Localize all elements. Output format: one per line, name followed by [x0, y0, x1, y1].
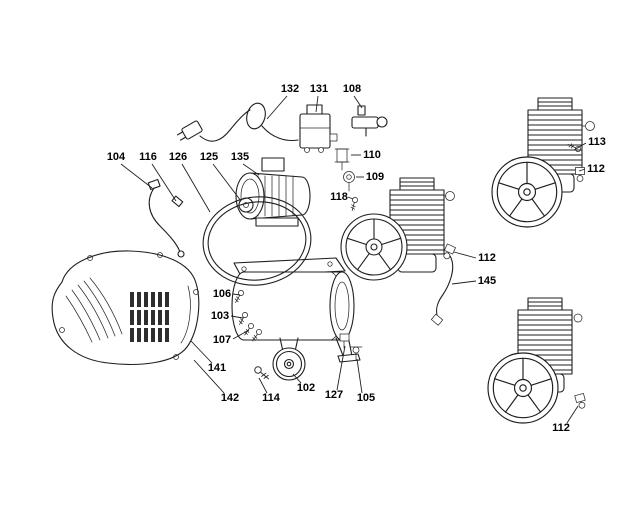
part-label-106: 106 [213, 288, 231, 300]
part-label-108: 108 [343, 83, 361, 95]
part-label-104: 104 [107, 151, 126, 163]
fastener-118 [349, 196, 359, 212]
leader-line-132 [266, 95, 288, 120]
leader-line-125 [212, 163, 242, 202]
leader-line-135 [242, 163, 260, 176]
valve-110 [334, 148, 350, 171]
elbow-fitting-127 [339, 333, 350, 349]
leader-line-145 [451, 280, 477, 285]
cover-grille-slats [65, 277, 123, 343]
fitting-112-bottom [574, 393, 588, 410]
pump-assembly-center [340, 177, 455, 281]
motor-foot [255, 217, 299, 227]
flywheel-top-right [491, 156, 563, 228]
labels-layer: 132 131 108 104 116 126 125 135 110 109 118 113 112 1… [107, 83, 606, 434]
part-label-131: 131 [310, 83, 328, 95]
part-label-118: 118 [330, 191, 348, 203]
cover-vent-slots [130, 292, 169, 342]
pump-assembly-top-right [491, 97, 595, 228]
flywheel-center [340, 213, 408, 281]
cord-coil [246, 102, 266, 130]
drive-belt [202, 196, 312, 286]
part-label-112: 112 [552, 422, 570, 434]
leader-line-112 [566, 405, 579, 424]
part-label-113: 113 [588, 136, 606, 148]
check-valve-assembly [351, 105, 388, 137]
air-filter-bottom-right [573, 313, 583, 323]
outlet-pipe-145 [430, 243, 457, 326]
part-label-116: 116 [139, 151, 157, 163]
part-label-105: 105 [357, 392, 375, 404]
part-label-112: 112 [478, 252, 496, 264]
part-label-107: 107 [213, 334, 231, 346]
cover-inner-rim [180, 285, 191, 344]
part-label-135: 135 [231, 151, 249, 163]
leader-line-116 [151, 163, 177, 202]
power-plug [176, 120, 203, 141]
pump-assembly-bottom-right [487, 297, 588, 424]
part-label-112: 112 [587, 163, 605, 175]
motor-front-face [235, 172, 265, 220]
air-filter-top-right [585, 121, 595, 131]
leader-line-108 [353, 95, 363, 109]
tank-wheel-102 [272, 347, 306, 381]
part-label-141: 141 [208, 362, 226, 374]
part-label-142: 142 [221, 392, 239, 404]
air-filter-center [445, 191, 455, 201]
part-label-114: 114 [262, 392, 281, 404]
leader-line-131 [315, 95, 319, 113]
motor-terminal-box [261, 157, 285, 172]
leader-line-112 [453, 251, 477, 259]
drain-valve-105 [349, 346, 363, 361]
leader-line-103 [230, 315, 244, 319]
power-cord [176, 102, 299, 142]
belt-guard-cover [51, 250, 200, 365]
part-label-126: 126 [169, 151, 187, 163]
leader-line-107 [232, 329, 250, 340]
part-label-132: 132 [281, 83, 299, 95]
air-tank [231, 271, 363, 381]
cover-mount-bosses [59, 252, 199, 360]
leader-line-118 [347, 196, 354, 200]
flywheel-bottom-right [487, 352, 559, 424]
leader-line-142 [193, 359, 225, 394]
part-label-127: 127 [325, 389, 343, 401]
part-label-125: 125 [200, 151, 218, 163]
part-label-110: 110 [363, 149, 381, 161]
leader-line-114 [258, 377, 268, 394]
part-label-102: 102 [297, 382, 315, 394]
leader-line-104 [120, 163, 153, 189]
leader-line-113 [573, 142, 587, 151]
part-label-109: 109 [366, 171, 384, 183]
leader-line-112 [578, 168, 586, 172]
air-pipe-104 [147, 178, 185, 258]
fitting-109 [343, 171, 355, 192]
leader-line-102 [292, 373, 302, 384]
axle-bolt-114 [252, 364, 272, 382]
leader-line-141 [190, 340, 213, 364]
leader-line-126 [181, 163, 211, 213]
leader-line-106 [232, 293, 241, 296]
part-label-103: 103 [211, 310, 229, 322]
pressure-switch [299, 104, 338, 153]
leader-line-105 [356, 358, 363, 394]
part-label-145: 145 [478, 275, 496, 287]
leader-line-127 [336, 345, 346, 391]
electric-motor [235, 157, 311, 227]
